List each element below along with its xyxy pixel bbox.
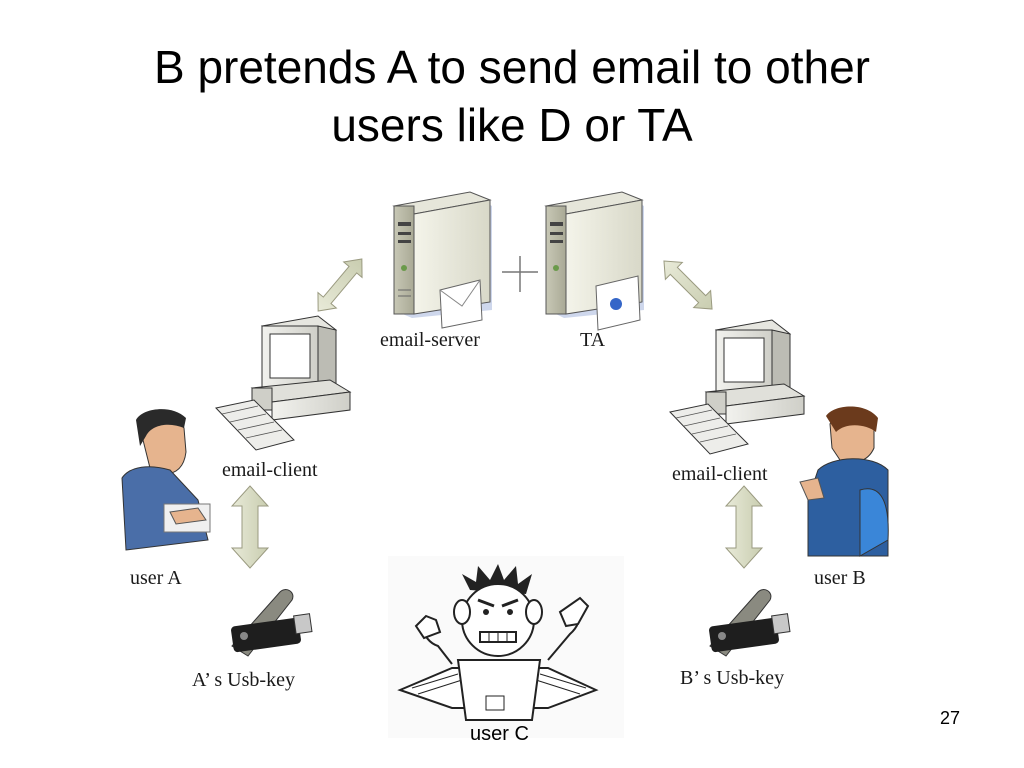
double-arrow-icon (230, 485, 270, 569)
title-line-1: B pretends A to send email to other (153, 41, 870, 93)
slide-title: B pretends A to send email to other user… (0, 38, 1024, 154)
user-b-icon (799, 406, 889, 557)
page-number: 27 (940, 708, 960, 728)
email-client-right-label: email-client (672, 463, 768, 485)
usb-key-icon (709, 589, 791, 657)
computer-icon (669, 319, 806, 455)
computer-icon (215, 315, 352, 451)
double-arrow-icon (317, 258, 363, 312)
user-a-label: user A (130, 567, 182, 589)
ta-label: TA (580, 329, 606, 351)
double-arrow-icon (663, 260, 713, 310)
ta-server-icon (544, 191, 644, 331)
usb-key-b-label: B’ s Usb-key (680, 667, 784, 689)
title-line-2: users like D or TA (331, 99, 693, 151)
user-c-label: user C (470, 723, 529, 745)
email-server-icon (392, 191, 492, 329)
usb-key-icon (231, 589, 313, 657)
user-b-label: user B (814, 567, 866, 589)
angry-user-icon (388, 556, 624, 738)
user-a-icon (121, 409, 211, 551)
double-arrow-icon (724, 485, 764, 569)
plus-icon (502, 256, 538, 292)
usb-key-a-label: A’ s Usb-key (192, 669, 295, 691)
email-client-left-label: email-client (222, 459, 318, 481)
email-server-label: email-server (380, 329, 480, 351)
